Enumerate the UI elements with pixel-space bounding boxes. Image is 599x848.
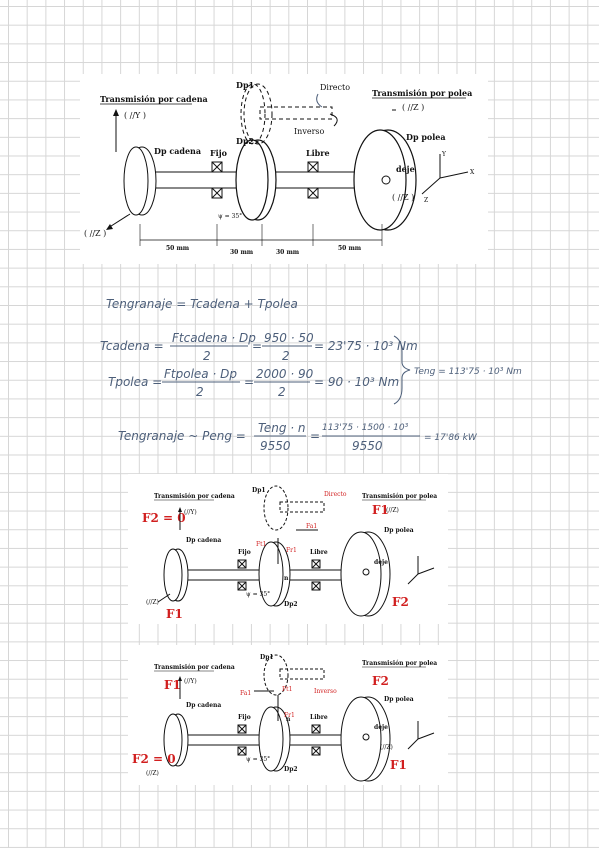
tpolea-lhs: Tpolea = xyxy=(108,375,162,389)
fig3-f1-right: F1 xyxy=(390,758,407,772)
inverso-label: Inverso xyxy=(294,127,324,136)
fig3-axis-y: (//Y) xyxy=(184,678,197,685)
fig2-fijo: Fijo xyxy=(238,549,251,556)
fig3-fijo: Fijo xyxy=(238,714,251,721)
title-cadena: Transmisión por cadena xyxy=(100,94,208,104)
dim-50-left: 50 mm xyxy=(166,245,190,252)
coord-z: Z xyxy=(424,197,428,204)
fijo-label: Fijo xyxy=(210,148,228,158)
fig2-libre: Libre xyxy=(310,549,328,556)
force-diagram-directo: Transmisión por cadena Transmisión por p… xyxy=(128,474,448,624)
fig2-directo: Directo xyxy=(324,491,347,498)
power-num: Teng · n xyxy=(258,421,306,435)
fig3-f1-left: F1 xyxy=(164,678,181,692)
fig2-axis-z: (//Z) xyxy=(146,599,159,606)
tpolea-result: = 90 · 10³ Nm xyxy=(314,375,399,389)
dp-polea-label: Dp polea xyxy=(406,132,446,142)
tcadena-num: Ftcadena · Dp xyxy=(172,331,256,345)
fig2-dp-cadena: Dp cadena xyxy=(186,537,221,544)
gear-dp1 xyxy=(243,83,273,145)
fig2-f2-left: F2 = 0 xyxy=(142,511,186,525)
fig3-inverso: Inverso xyxy=(314,688,337,695)
shaft-diagram-main: Transmisión por cadena Transmisión por p… xyxy=(80,74,488,264)
fig2-title-cadena: Transmisión por cadena xyxy=(154,493,235,500)
fig2-dp-polea: Dp polea xyxy=(384,527,414,534)
power-num2: 113'75 · 1500 · 10³ xyxy=(322,423,409,433)
fig3-dp-polea: Dp polea xyxy=(384,696,414,703)
fig3-axis-z: (//Z) xyxy=(146,770,159,777)
tcadena-lhs: Tcadena = xyxy=(100,339,164,353)
power-eq: = xyxy=(310,429,320,443)
fig2-f1-left: F1 xyxy=(166,607,183,621)
calc-line1: Tengranaje = Tcadena + Tpolea xyxy=(106,297,298,311)
fig3-deje: deje xyxy=(374,724,388,731)
dim-50-right: 50 mm xyxy=(338,245,362,252)
fig2-ft1: Ft1 xyxy=(256,541,266,548)
fig2-fa1: Fa1 xyxy=(306,523,317,530)
dp2-label: Dp2 xyxy=(236,136,254,146)
dim-30-right: 30 mm xyxy=(276,249,300,256)
fig2-title-polea: Transmisión por polea xyxy=(362,493,437,500)
brace xyxy=(393,335,411,405)
force-diagram-inverso: Transmisión por cadena Transmisión por p… xyxy=(128,645,448,785)
axis-z-left: ( //Z ) xyxy=(84,229,106,238)
power-den: 9550 xyxy=(260,439,291,453)
fig2-axis-z-top: (//Z) xyxy=(386,507,399,514)
fig3-n: n xyxy=(286,716,291,723)
tpolea-num2: 2000 · 90 xyxy=(256,367,314,381)
tpolea-num: Ftpolea · Dp xyxy=(164,367,237,381)
tcadena-eq: = xyxy=(252,339,262,353)
axis-z-right-top: ( //Z ) xyxy=(402,103,424,112)
tcadena-result: = 23'75 · 10³ Nm xyxy=(314,339,418,353)
fig2-n: n xyxy=(284,575,289,582)
title-polea: Transmisión por polea xyxy=(372,88,472,98)
fig3-title-polea: Transmisión por polea xyxy=(362,660,437,667)
tcadena-den: 2 xyxy=(203,349,211,363)
fig3-dp2: Dp2 xyxy=(284,766,298,773)
teng-result: Teng = 113'75 · 10³ Nm xyxy=(414,367,522,377)
fig2-f2-right: F2 xyxy=(392,595,409,609)
fig3-psi: ψ = 35° xyxy=(246,756,270,763)
coord-x: X xyxy=(470,169,475,176)
fig2-axis-y: (//Y) xyxy=(184,509,197,516)
libre-label: Libre xyxy=(306,148,330,158)
fig3-libre: Libre xyxy=(310,714,328,721)
tcadena-den2: 2 xyxy=(282,349,290,363)
fig3-fa1: Fa1 xyxy=(240,690,251,697)
dim-30-left: 30 mm xyxy=(230,249,254,256)
axis-z-right-bottom: ( //Z ) xyxy=(392,193,414,202)
power-lhs: Tengranaje ~ Peng = xyxy=(118,429,246,443)
tpolea-den: 2 xyxy=(196,385,204,399)
tcadena-num2: 950 · 50 xyxy=(264,331,314,345)
fig3-f2-right: F2 xyxy=(372,674,389,688)
dp1-label: Dp1 xyxy=(236,80,254,90)
fig2-dp1: Dp1 xyxy=(252,487,266,494)
power-result: = 17'86 kW xyxy=(424,433,478,443)
fig3-dp1: Dp1 xyxy=(260,654,274,661)
psi-label: ψ = 35° xyxy=(218,213,242,220)
tpolea-eq: = xyxy=(244,375,254,389)
fig3-ft1: Ft1 xyxy=(282,686,292,693)
fig3-f2-left: F2 = 0 xyxy=(132,752,176,766)
fig2-deje: deje xyxy=(374,559,388,566)
fig2-f1-right: F1 xyxy=(372,503,389,517)
tpolea-den2: 2 xyxy=(278,385,286,399)
fig3-title-cadena: Transmisión por cadena xyxy=(154,664,235,671)
coord-y: Y xyxy=(441,151,447,158)
fig3-axis-z-right: (//Z) xyxy=(380,744,393,751)
axis-y-left: ( //Y ) xyxy=(124,111,146,120)
deje-label: deje xyxy=(396,164,415,174)
fig3-dp-cadena: Dp cadena xyxy=(186,702,221,709)
directo-label: Directo xyxy=(320,83,350,92)
power-den2: 9550 xyxy=(352,439,383,453)
fig2-psi: ψ = 35° xyxy=(246,591,270,598)
dp-cadena-label: Dp cadena xyxy=(154,146,201,156)
fig2-dp2: Dp2 xyxy=(284,601,298,608)
fig3-fr1: Fr1 xyxy=(284,712,295,719)
fig2-fr1: Fr1 xyxy=(286,547,297,554)
